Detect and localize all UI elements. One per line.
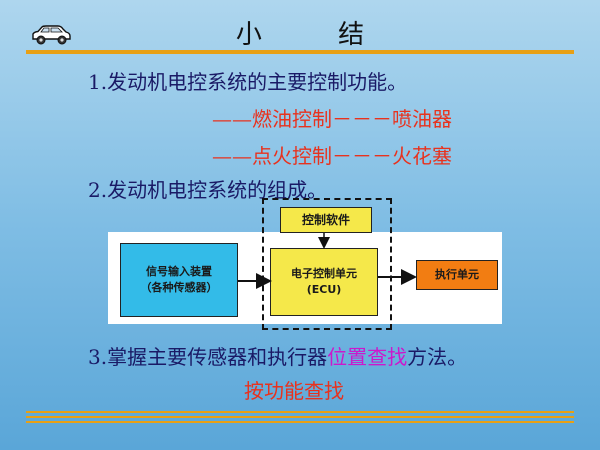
footer-divider-2 [26,416,574,418]
sensor-input-box: 信号输入装置 （各种传感器） [120,243,238,317]
dashed-ecu-group [262,198,392,330]
header-divider [26,50,574,54]
actuator-box: 执行单元 [416,260,498,290]
control-software-box: 控制软件 [280,207,372,233]
item-1-ignition-control: ——点火控制－－－火花塞 [212,144,452,168]
item-3-suffix: 方法。 [407,345,468,369]
sensor-label-line1: 信号输入装置 [146,265,212,278]
item-3-sub: 按功能查找 [244,379,344,403]
sensor-label-line2: （各种传感器） [140,281,218,294]
control-software-label: 控制软件 [301,213,350,227]
ecu-box: 电子控制单元 (ECU) [270,248,378,316]
footer-divider-3 [26,421,574,423]
item-3-highlight: 位置查找 [327,345,408,369]
actuator-label: 执行单元 [435,268,479,281]
item-1-fuel-control: ——燃油控制－－－喷油器 [212,107,452,131]
item-3: 3.掌握主要传感器和执行器位置查找方法。 [88,341,467,370]
page-title: 小 结 [235,20,399,50]
footer-divider-1 [26,411,574,413]
item-1: 1.发动机电控系统的主要控制功能。 [88,70,408,94]
ecu-label-line1: 电子控制单元 [291,267,357,280]
ecu-label-line2: (ECU) [306,283,342,296]
car-icon [32,25,71,45]
item-3-prefix: 3.掌握主要传感器和执行器 [88,345,328,369]
